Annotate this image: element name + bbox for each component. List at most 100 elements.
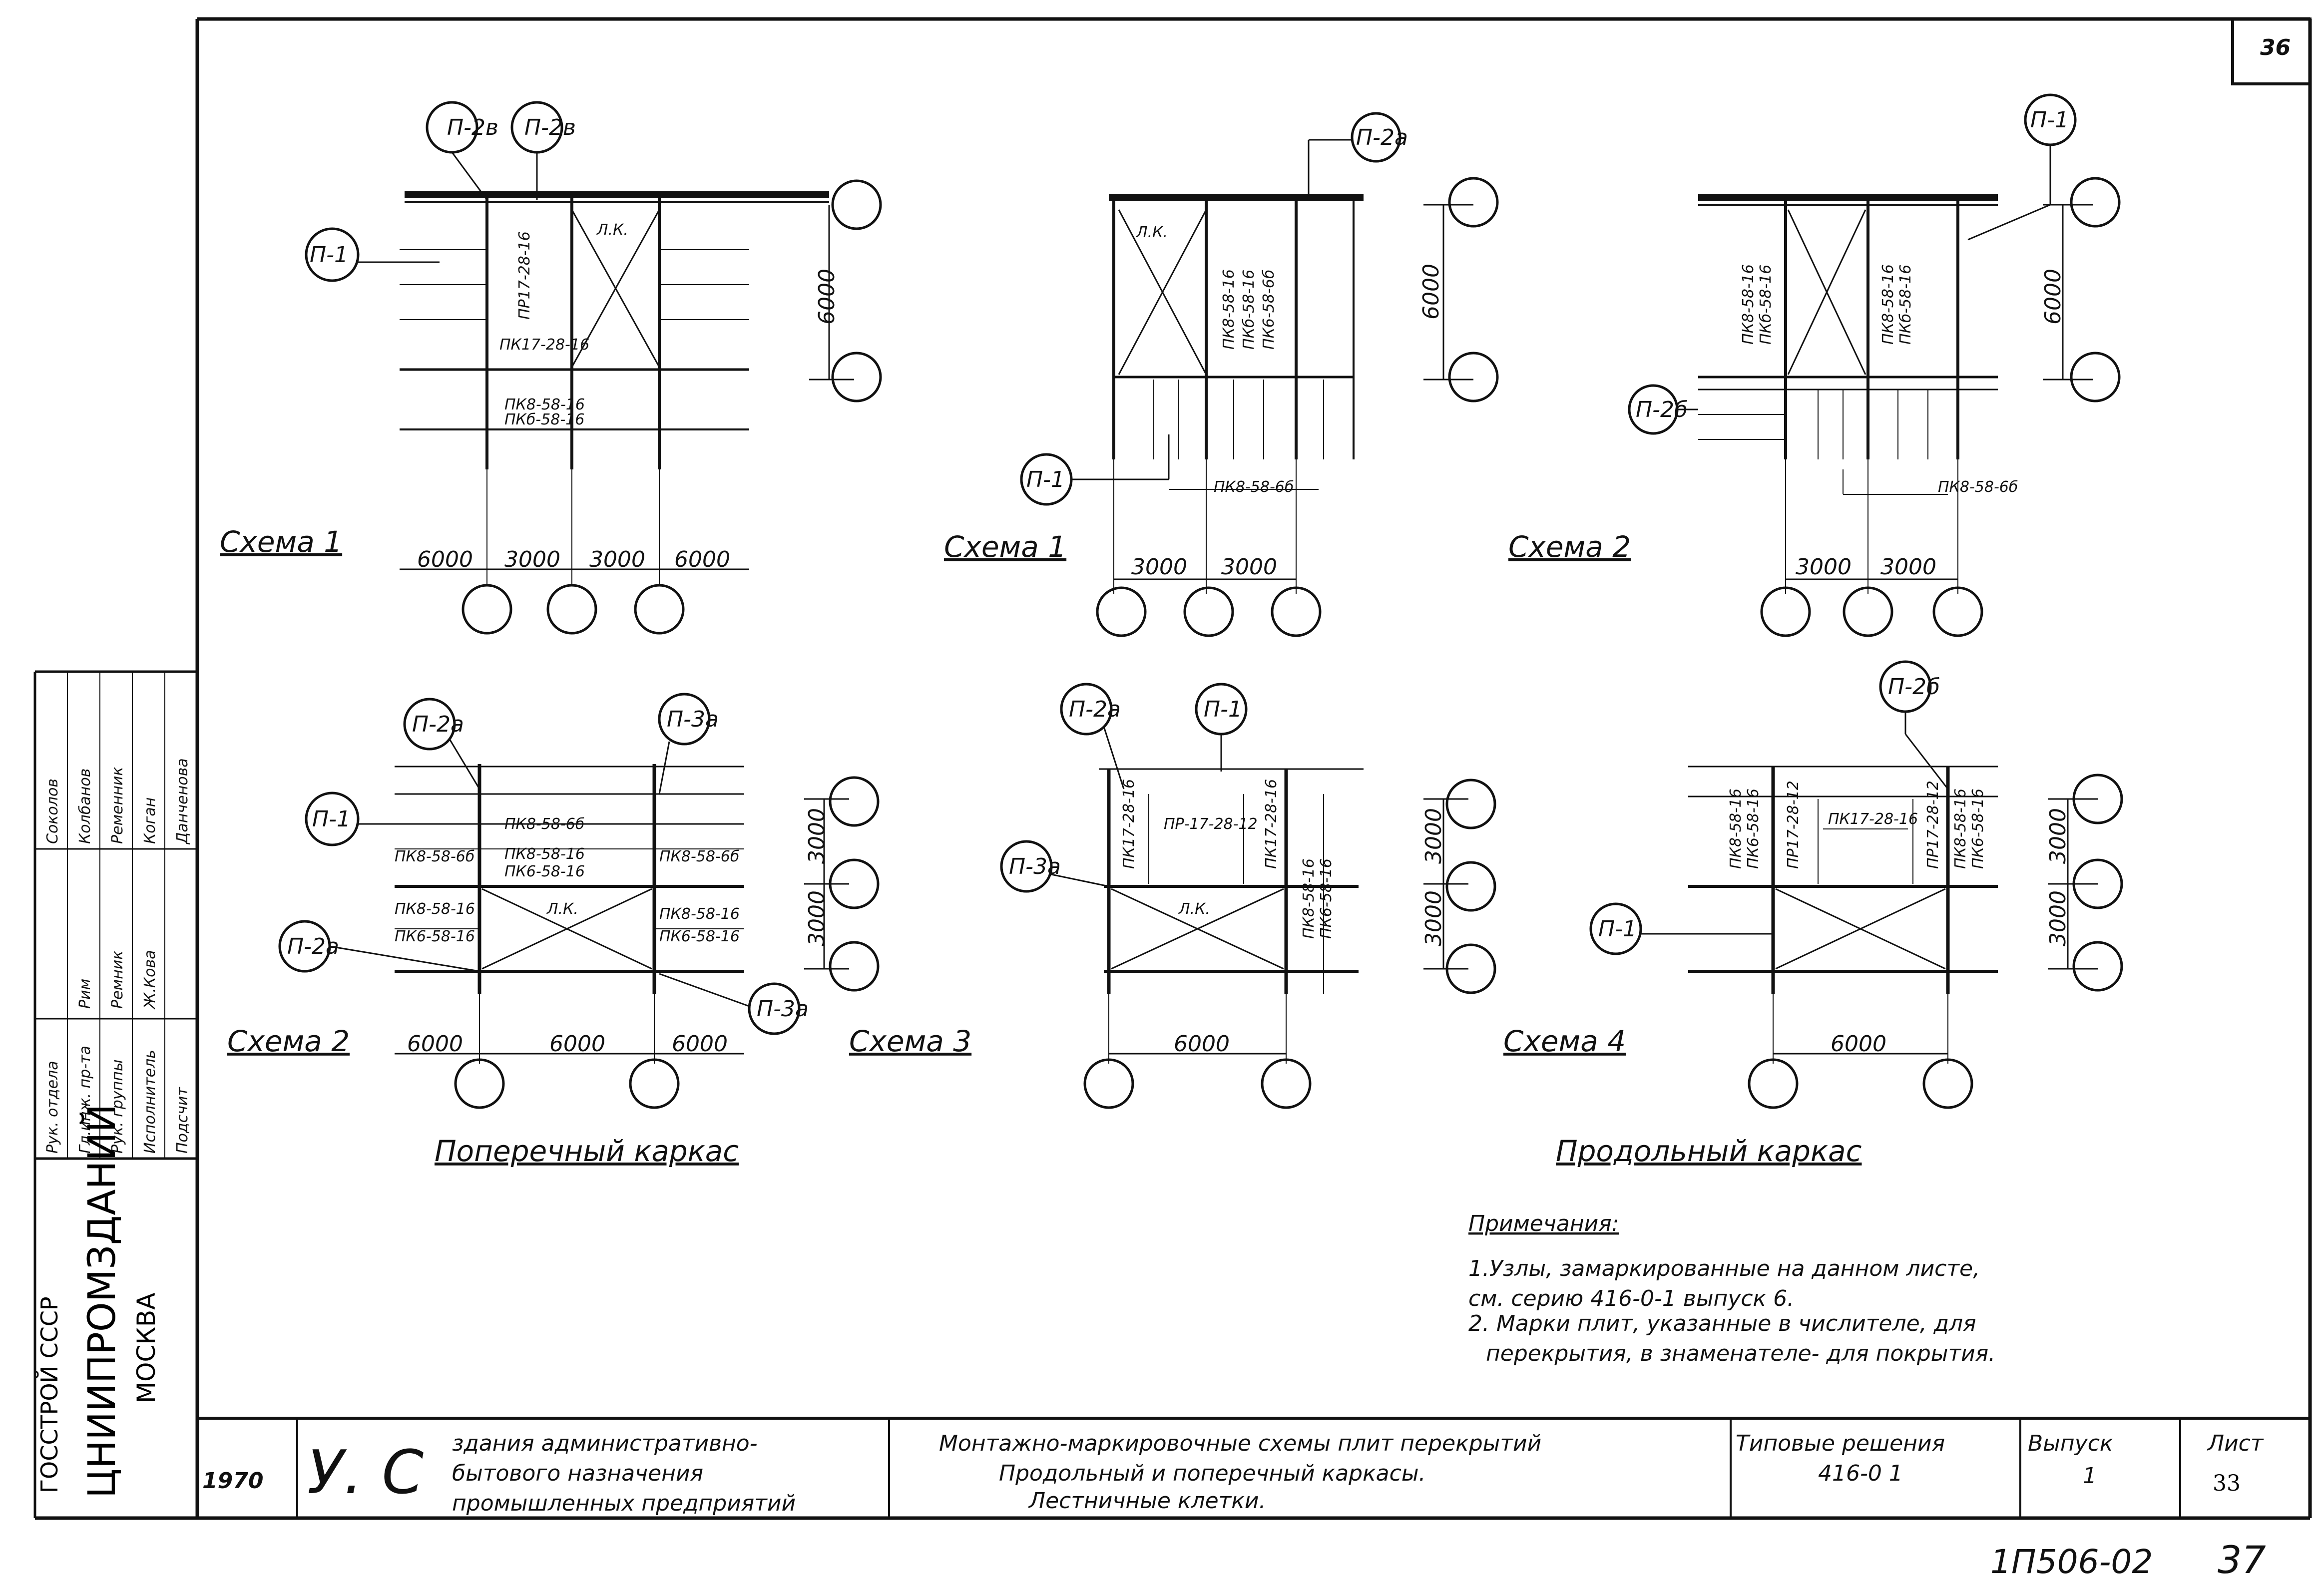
- scheme-1-middle: [1020, 112, 1499, 637]
- slab-label: ПК6-58-16: [1969, 789, 1987, 869]
- notes-line: перекрытия, в знаменателе- для покрытия.: [1486, 1341, 1995, 1366]
- callout-P3a: П-3а: [1009, 854, 1061, 879]
- callout-P1: П-1: [1026, 467, 1065, 492]
- scheme-1-left: [305, 101, 882, 635]
- stamp-signature: Рим: [76, 979, 94, 1009]
- callout-P1: П-1: [310, 242, 348, 268]
- slab-label: ПКб-58-16: [504, 411, 584, 428]
- callout-P1: П-1: [1204, 697, 1242, 722]
- scheme-caption: Схема 2: [1508, 530, 1631, 564]
- scheme-4-lower-right: [1589, 660, 2123, 1109]
- dimension: 3000: [1221, 554, 1277, 580]
- slab-label: ПК8-58-16: [1879, 264, 1897, 345]
- stamp-signature: Ремник: [109, 951, 126, 1009]
- vertical-dimension: 3000: [804, 890, 830, 946]
- stamp-role: Гл.инж. пр-та: [76, 1046, 94, 1154]
- callout-P2v-a: П-2в: [447, 115, 498, 140]
- slab-label: ПК8-58-6б: [1938, 478, 2018, 496]
- slab-label: ПК8-58-16: [395, 900, 475, 918]
- sheet-title-line: Лестничные клетки.: [1028, 1488, 1266, 1514]
- issue-value: 1: [2083, 1463, 2097, 1489]
- slab-label: ПК17-28-16: [1263, 779, 1280, 869]
- vertical-dimension: 3000: [1421, 890, 1446, 946]
- slab-label: ПК8-58-16: [1952, 789, 1969, 869]
- heading-longitudinal-frame: Продольный каркас: [1556, 1134, 1862, 1168]
- slab-label: ПК6-58-16: [1745, 789, 1762, 869]
- dimension: 3000: [1131, 554, 1187, 580]
- slab-label: ПР17-28-12: [1924, 781, 1942, 869]
- slab-label: ПК8-58-6б: [504, 815, 584, 833]
- vertical-dimension: 3000: [2045, 890, 2071, 946]
- callout-P2a: П-2а: [412, 712, 464, 737]
- notes-line: 1.Узлы, замаркированные на данном листе,: [1468, 1256, 1980, 1281]
- dimension: 6000: [417, 547, 473, 572]
- stamp-name: Коган: [141, 797, 159, 844]
- vertical-dimension: 3000: [2045, 808, 2071, 864]
- org-tsniipromzdaniy: ЦНИИПРОМЗДАНИЙ: [79, 1104, 124, 1498]
- sheet-frame: [35, 17, 2312, 1520]
- slab-label: ПК17-28-16: [499, 336, 589, 354]
- callout-P2a: П-2а: [1356, 125, 1408, 150]
- scheme-3-lower-middle: [1000, 683, 1496, 1109]
- vertical-dimension: 6000: [814, 269, 840, 325]
- stamp-name: Колбанов: [76, 769, 94, 844]
- title-block: [197, 1417, 2310, 1518]
- scheme-caption: Схема 1: [944, 530, 1066, 564]
- slab-label: ПКб-58-16: [1757, 265, 1775, 345]
- scheme-caption: Схема 4: [1503, 1024, 1626, 1058]
- dimension: 3000: [589, 547, 645, 572]
- callout-P2a: П-2а: [1069, 697, 1121, 722]
- callout-P2b: П-2б: [1636, 397, 1688, 422]
- series-label: Типовые решения: [1736, 1431, 1945, 1456]
- callout-P3a: П-3а: [757, 996, 809, 1022]
- slab-label: ПК6-58-16: [1318, 858, 1335, 939]
- slab-label: ПК6-58-16: [395, 928, 475, 945]
- building-purpose-line: промышленных предприятий: [452, 1491, 796, 1516]
- callout-P1: П-1: [2030, 107, 2069, 133]
- callout-P2v-b: П-2в: [524, 115, 576, 140]
- slab-label: ПК8-58-6б: [1214, 478, 1294, 496]
- stamp-role: Рук. отдела: [44, 1061, 61, 1154]
- dimension: 6000: [1831, 1031, 1886, 1057]
- slab-label: ПК8-58-16: [1220, 269, 1238, 350]
- heading-cross-frame: Поперечный каркас: [435, 1134, 739, 1168]
- slab-label: ПК8-58-6б: [659, 848, 739, 865]
- notes-title: Примечания:: [1468, 1211, 1619, 1236]
- callout-P2b: П-2б: [1888, 674, 1940, 700]
- vertical-dimension: 6000: [2040, 269, 2066, 325]
- stamp-us: У. С: [307, 1438, 424, 1508]
- dimension: 6000: [1174, 1031, 1230, 1057]
- dimension: 6000: [674, 547, 730, 572]
- slab-label: ПР-17-28-12: [1164, 815, 1258, 833]
- scheme-2-lower-left: [278, 693, 880, 1109]
- building-purpose-line: бытового назначения: [452, 1461, 703, 1486]
- slab-label: ПК8-58-16: [1727, 789, 1745, 869]
- slab-label: ПК17-28-16: [1120, 779, 1138, 869]
- scheme-caption: Схема 1: [220, 525, 342, 559]
- vertical-dimension: 3000: [804, 808, 830, 864]
- slab-label: ПК6-58-16: [659, 928, 740, 945]
- stair-label: Л.К.: [596, 221, 628, 239]
- stamp-role: Подсчит: [174, 1087, 191, 1154]
- dimension: 3000: [1880, 554, 1936, 580]
- stamp-name: Данченова: [174, 758, 191, 845]
- scheme-caption: Схема 3: [849, 1024, 971, 1058]
- dimension: 6000: [549, 1031, 605, 1057]
- sheet-title-line: Монтажно-маркировочные схемы плит перекр…: [939, 1431, 1541, 1456]
- stair-label: Л.К.: [1136, 224, 1168, 241]
- slab-label: ПК17-28-16: [1828, 810, 1918, 828]
- slab-label: ПК6-58-6б: [1260, 270, 1278, 350]
- slab-label: ПР17-28-12: [1785, 781, 1802, 869]
- callout-P3a: П-3а: [667, 707, 719, 732]
- notes-line: 2. Марки плит, указанные в числителе, дл…: [1468, 1311, 1976, 1336]
- footer-code: 1П506-02: [1990, 1543, 2153, 1581]
- org-moskva: МОСКВА: [132, 1293, 161, 1403]
- vertical-dimension: 6000: [1418, 264, 1444, 320]
- vertical-dimension: 3000: [1421, 808, 1446, 864]
- slab-label: ПК8-58-6б: [395, 848, 474, 865]
- stamp-role: Рук. группы: [109, 1059, 126, 1154]
- sheet-title-line: Продольный и поперечный каркасы.: [999, 1461, 1426, 1486]
- dimension: 6000: [672, 1031, 728, 1057]
- stair-label: Л.К.: [1178, 900, 1210, 918]
